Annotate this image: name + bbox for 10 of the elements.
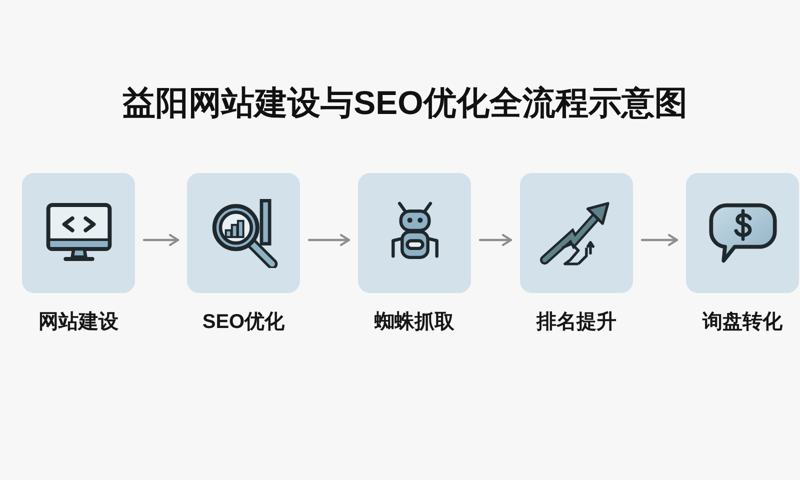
arrow: [142, 234, 180, 246]
step-label: SEO优化: [202, 310, 285, 335]
step-label: 蜘蛛抓取: [374, 310, 454, 335]
step-label: 网站建设: [38, 310, 118, 335]
step-label: 询盘转化: [702, 310, 782, 335]
step-label: 排名提升: [536, 310, 616, 335]
diagram-title: 益阳网站建设与SEO优化全流程示意图: [122, 83, 688, 123]
arrow: [640, 234, 678, 246]
arrow: [308, 234, 350, 246]
arrow: [478, 234, 512, 246]
